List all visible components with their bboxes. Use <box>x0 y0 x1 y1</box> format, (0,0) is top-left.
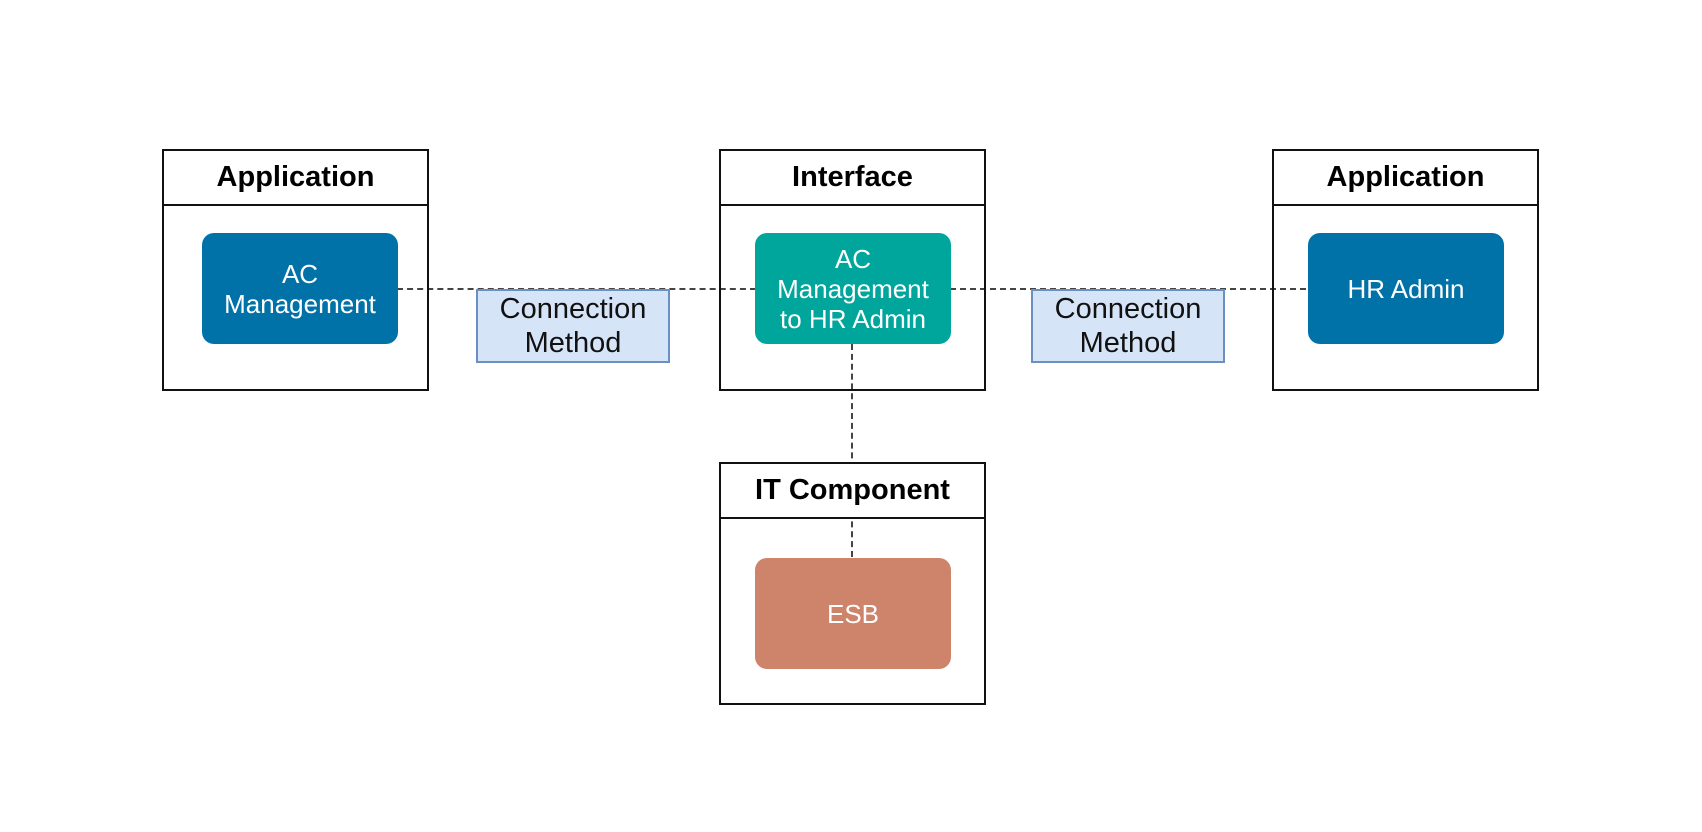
node-hr-admin[interactable]: HR Admin <box>1308 233 1504 344</box>
edge-label-right-connection-method: Connection Method <box>1031 289 1225 363</box>
group-it-component: IT Component <box>719 462 986 705</box>
group-left-application-title: Application <box>164 151 427 206</box>
node-ac-management-to-hr-admin[interactable]: AC Management to HR Admin <box>755 233 951 344</box>
connector-interface-to-esb <box>851 344 853 557</box>
group-interface: Interface <box>719 149 986 391</box>
edge-label-left-connection-method: Connection Method <box>476 289 670 363</box>
node-esb[interactable]: ESB <box>755 558 951 669</box>
node-ac-management[interactable]: AC Management <box>202 233 398 344</box>
group-right-application-title: Application <box>1274 151 1537 206</box>
group-right-application: Application <box>1272 149 1539 391</box>
group-it-component-title: IT Component <box>721 464 984 519</box>
group-left-application: Application <box>162 149 429 391</box>
group-interface-title: Interface <box>721 151 984 206</box>
